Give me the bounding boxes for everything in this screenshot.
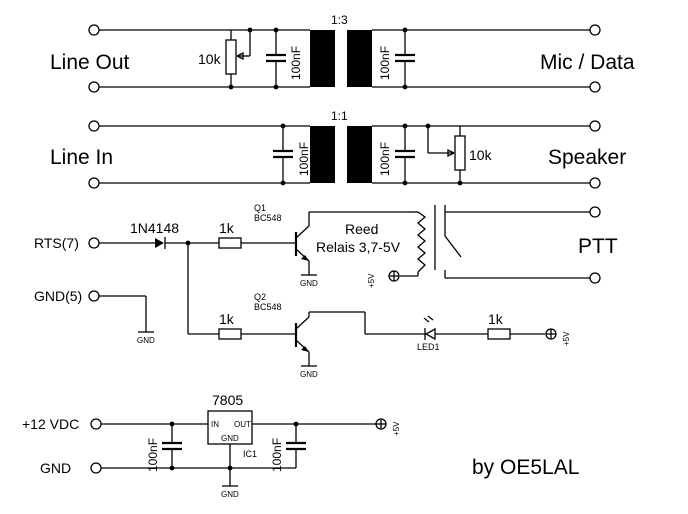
label-gnd5: GND(5): [34, 288, 82, 304]
terminal-line-in-a: [88, 120, 100, 132]
transformer-1-primary: [310, 30, 335, 87]
diode-1n4148: [155, 238, 164, 248]
label-gnd-reg: GND: [221, 490, 239, 499]
terminal-gnd5: [88, 290, 100, 302]
label-line-out: Line Out: [50, 51, 130, 74]
section-line-out: Line Out Mic / Data 1:3 10k 100nF 100nF: [50, 13, 635, 93]
terminal-speaker-b: [589, 177, 601, 189]
label-led1: LED1: [417, 342, 440, 352]
label-plus5v-coil: +5V: [367, 273, 376, 288]
credit: by OE5LAL: [472, 456, 579, 479]
resistor-r1: [218, 237, 242, 249]
label-r3: 1k: [488, 311, 504, 327]
terminal-12v: [90, 418, 102, 430]
label-q2-type: BC548: [254, 302, 282, 312]
label-diode: 1N4148: [130, 220, 179, 236]
section-ptt: +5V: [34, 203, 618, 379]
pot-10k-b: [454, 135, 466, 171]
label-ratio-2: 1:1: [331, 109, 348, 123]
led1: [424, 327, 436, 341]
label-pot-1: 10k: [198, 51, 222, 67]
label-q1-type: BC548: [254, 213, 282, 223]
label-speaker: Speaker: [548, 146, 626, 169]
label-pin-gnd: GND: [221, 434, 239, 443]
label-mic-data: Mic / Data: [540, 51, 635, 74]
label-r2: 1k: [219, 311, 235, 327]
label-reed: Reed: [345, 221, 378, 237]
label-cap-psu-out: 100nF: [270, 438, 284, 472]
relay-coil: [417, 211, 427, 273]
section-line-in: Line In Speaker 1:1 10k 100nF 100nF: [50, 109, 626, 189]
resistor-r2: [218, 328, 242, 340]
terminal-line-in-b: [88, 177, 100, 189]
terminal-line-out-a: [88, 24, 100, 36]
terminal-gnd-psu: [90, 462, 102, 474]
transformer-2-primary: [310, 126, 335, 183]
label-12vdc: +12 VDC: [22, 416, 79, 432]
label-ptt: PTT: [578, 235, 618, 258]
label-pin-in: IN: [211, 420, 219, 429]
label-rts: RTS(7): [34, 235, 79, 251]
label-cap-1b: 100nF: [378, 46, 392, 80]
label-plus5v-psu: +5V: [392, 421, 401, 436]
label-cap-psu-in: 100nF: [146, 438, 160, 472]
terminal-mic-b: [589, 81, 601, 93]
label-cap-1a: 100nF: [289, 46, 303, 80]
label-gnd-q1: GND: [300, 279, 318, 288]
pot-10k-a: [225, 39, 237, 75]
label-gnd-q2: GND: [300, 370, 318, 379]
label-7805: 7805: [212, 392, 243, 408]
terminal-ptt-b: [589, 272, 601, 284]
section-power-supply: +5V +12 VDC GND 7805 IN OUT GND IC1 100n…: [22, 392, 401, 499]
terminal-mic-a: [589, 24, 601, 36]
label-relais: Relais 3,7-5V: [316, 239, 401, 255]
label-ratio-1: 1:3: [331, 13, 348, 27]
label-cap-2b: 100nF: [378, 142, 392, 176]
label-plus5v-led: +5V: [562, 331, 571, 346]
label-pin-out: OUT: [234, 420, 251, 429]
terminal-line-out-b: [88, 81, 100, 93]
resistor-r3: [487, 328, 511, 340]
terminal-rts: [88, 237, 100, 249]
transformer-2-secondary: [347, 126, 372, 183]
label-cap-2a: 100nF: [297, 142, 311, 176]
label-ic1: IC1: [243, 449, 257, 459]
transformer-1-secondary: [347, 30, 372, 87]
label-pot-2: 10k: [469, 147, 493, 163]
label-q2-name: Q2: [254, 292, 266, 302]
terminal-speaker-a: [589, 120, 601, 132]
label-line-in: Line In: [50, 146, 113, 169]
label-gnd-gnd5: GND: [137, 336, 155, 345]
label-gnd-psu: GND: [40, 460, 71, 476]
label-q1-name: Q1: [254, 203, 266, 213]
terminal-ptt-a: [589, 206, 601, 218]
label-r1: 1k: [219, 220, 235, 236]
